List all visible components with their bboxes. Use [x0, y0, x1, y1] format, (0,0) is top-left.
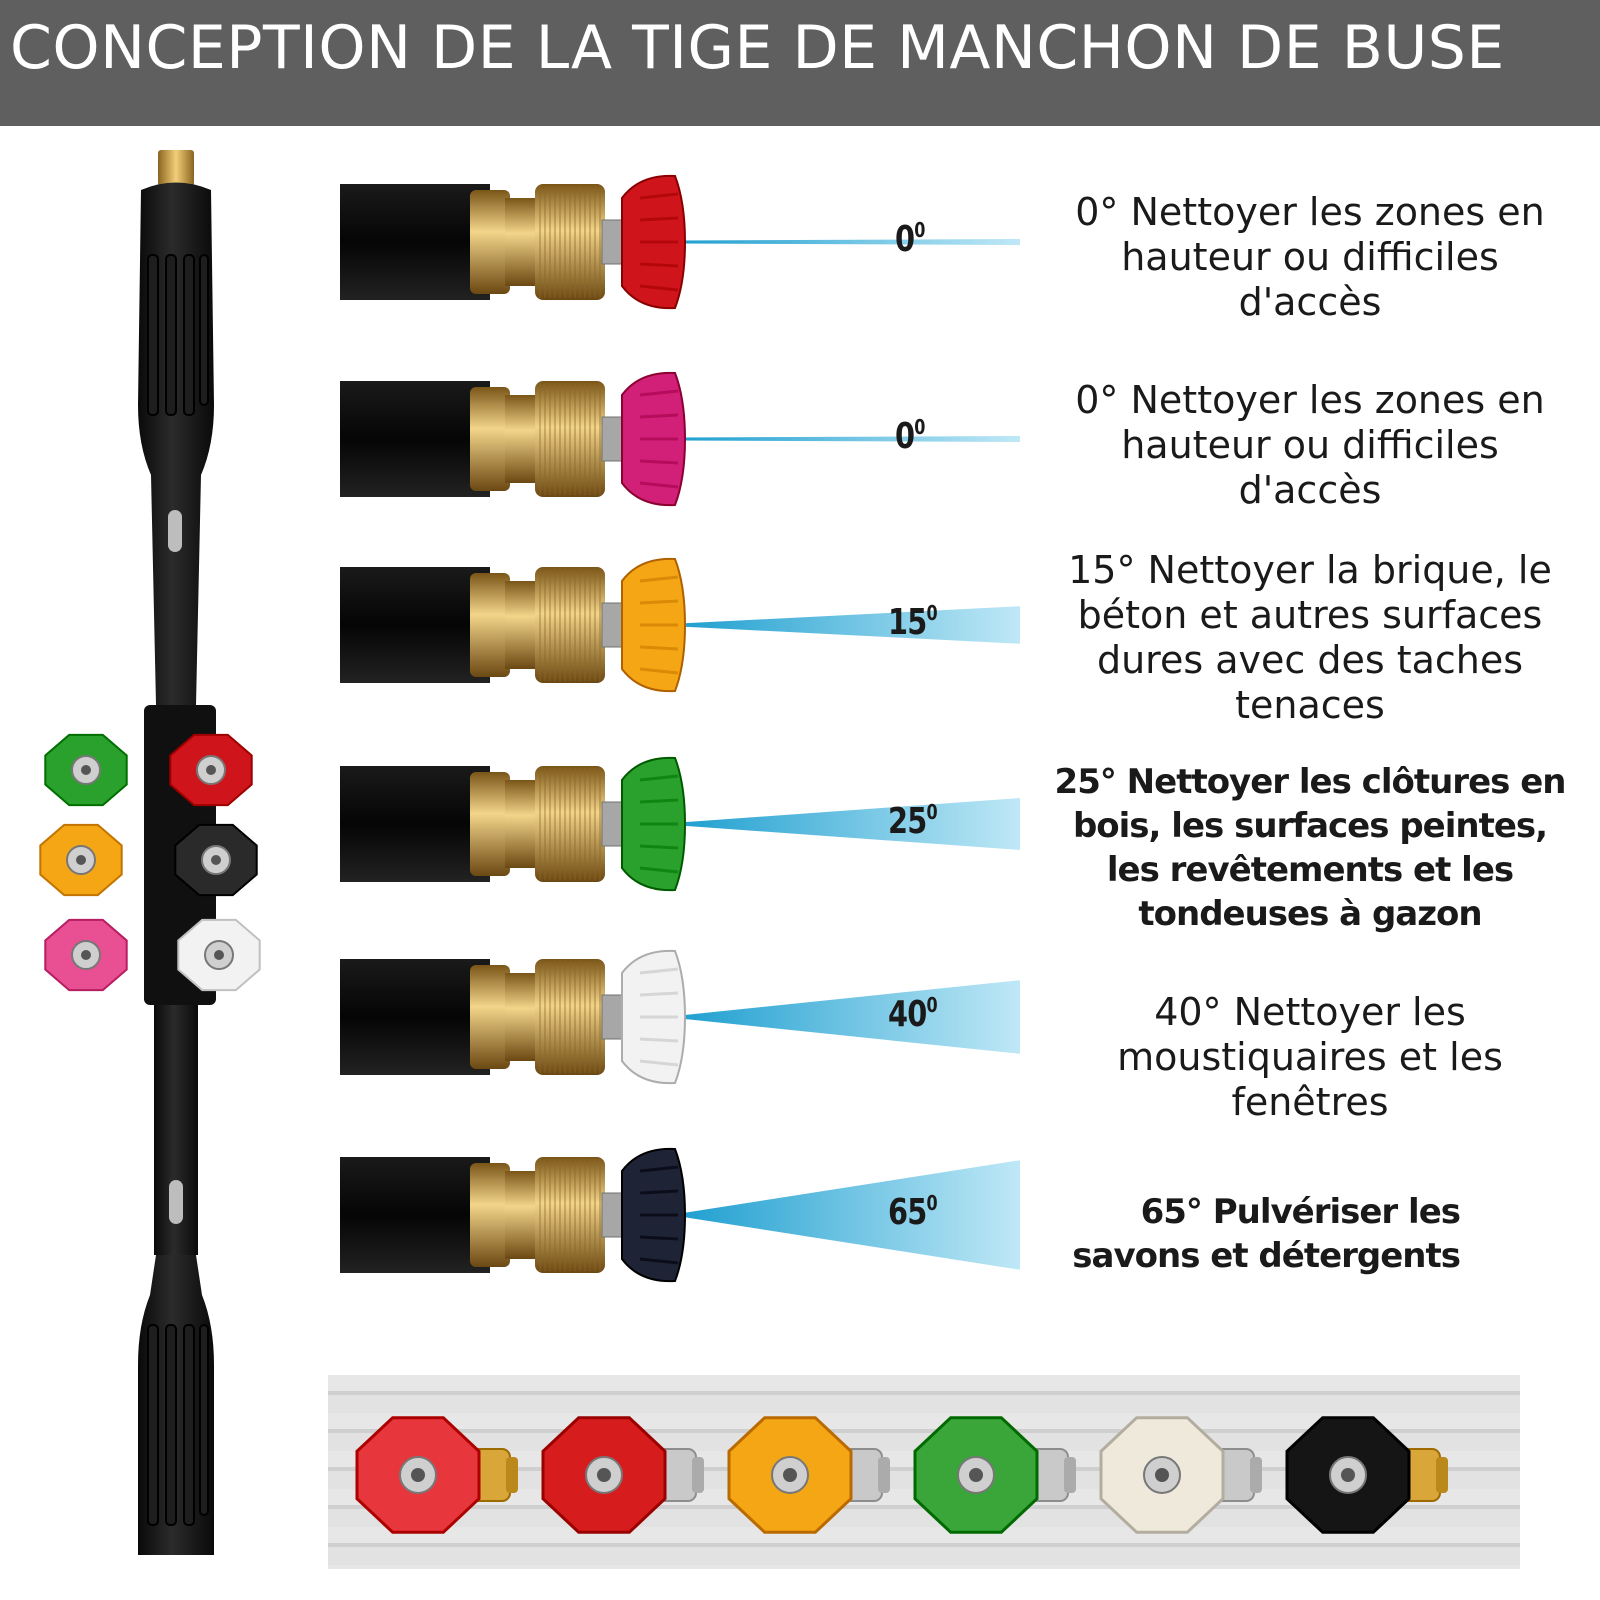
nozzle-tip-icon [621, 756, 687, 892]
nozzle-row: 00 [340, 170, 1040, 320]
brass-coupler [470, 381, 605, 497]
nozzle-row: 250 [340, 752, 1040, 902]
nozzle-illustration [340, 174, 1020, 310]
nozzle-tips-photo-strip [328, 1375, 1520, 1569]
nozzle-illustration [340, 1147, 1020, 1283]
white-tip-icon [177, 918, 261, 992]
water-spray [680, 980, 1020, 1054]
brass-coupler [470, 184, 605, 300]
hose-end [340, 1157, 490, 1273]
spray-angle-label: 150 [888, 601, 938, 643]
brass-coupler [470, 1157, 605, 1273]
yellow-tip-icon [727, 1416, 890, 1534]
water-spray [680, 798, 1020, 850]
yellow-tip-icon [39, 823, 123, 897]
hose-end [340, 766, 490, 882]
spray-angle-label: 00 [895, 415, 925, 457]
water-spray [680, 239, 1020, 245]
red-tip-icon [541, 1416, 704, 1534]
nozzle-row: 00 [340, 367, 1040, 517]
nozzle-tip-icon [621, 949, 687, 1085]
nozzle-description: 0° Nettoyer les zones en hauteur ou diff… [1075, 190, 1545, 324]
white-tip-icon [1099, 1416, 1262, 1534]
nozzle-illustration [340, 949, 1020, 1085]
nozzle-illustration [340, 756, 1020, 892]
nozzle-row: 650 [340, 1143, 1040, 1293]
nozzle-description: 25° Nettoyer les clôtures en bois, les s… [1054, 762, 1567, 934]
nozzle-illustration [340, 557, 1020, 693]
spray-angle-label: 00 [895, 218, 925, 260]
spray-angle-label: 250 [888, 800, 938, 842]
brass-coupler [470, 959, 605, 1075]
water-spray [680, 1160, 1020, 1270]
nozzle-row: 150 [340, 553, 1040, 703]
brass-coupler [470, 567, 605, 683]
red-tip-icon [355, 1416, 518, 1534]
nozzle-tip-icon [621, 1147, 687, 1283]
pink-tip-icon [44, 918, 128, 992]
water-spray [680, 436, 1020, 442]
title-banner: CONCEPTION DE LA TIGE DE MANCHON DE BUSE [0, 0, 1600, 126]
nozzle-tip-icon [621, 557, 687, 693]
hose-end [340, 567, 490, 683]
brass-coupler [470, 766, 605, 882]
page-title: CONCEPTION DE LA TIGE DE MANCHON DE BUSE [10, 13, 1505, 83]
hose-end [340, 381, 490, 497]
spray-angle-label: 400 [888, 993, 938, 1035]
nozzle-illustration [340, 371, 1020, 507]
green-tip-icon [44, 733, 128, 807]
spray-wand-illustration [39, 150, 261, 1555]
red-tip-icon [169, 733, 253, 807]
green-tip-icon [913, 1416, 1076, 1534]
nozzle-tip-icon [621, 371, 687, 507]
hose-end [340, 959, 490, 1075]
hose-end [340, 184, 490, 300]
nozzle-description: 0° Nettoyer les zones en hauteur ou diff… [1075, 378, 1545, 512]
black-tip-icon [1285, 1416, 1448, 1534]
black-tip-icon [174, 823, 258, 897]
nozzle-description: 65° Pulvériser les savons et détergents [1072, 1192, 1461, 1276]
brass-fitting [158, 150, 194, 186]
nozzle-description: 40° Nettoyer les moustiquaires et les fe… [1117, 990, 1503, 1124]
water-spray [680, 606, 1020, 644]
nozzle-tip-icon [621, 174, 687, 310]
nozzle-description: 15° Nettoyer la brique, le béton et autr… [1068, 548, 1552, 727]
spray-angle-label: 650 [888, 1191, 938, 1233]
nozzle-row: 400 [340, 945, 1040, 1095]
